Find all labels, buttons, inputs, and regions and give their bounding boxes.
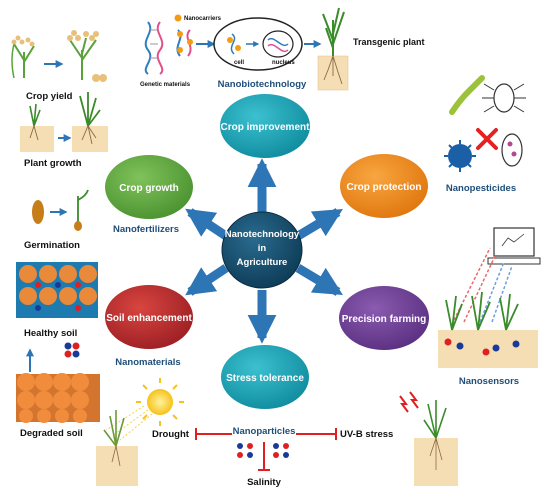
label-crop-yield: Crop yield: [26, 91, 73, 102]
bug-icon: [482, 83, 526, 113]
inhibit-uvb-icon: [296, 428, 337, 440]
label-genetic-materials: Genetic materials: [140, 82, 191, 88]
stress-section: Drought UV-B stress Salinity: [96, 378, 458, 488]
node-label-stress-tolerance: Stress tolerance: [226, 373, 304, 384]
node-crop-improvement: Crop improvement: [220, 94, 310, 158]
seedling-pot-small-icon: [20, 103, 54, 152]
healthy-soil-icon: [16, 262, 98, 318]
center-node: Nanotechnology in Agriculture: [221, 211, 303, 289]
label-nanosensors: Nanosensors: [459, 376, 519, 387]
label-cell: cell: [234, 60, 244, 66]
node-precision-farming: Precision farming: [339, 286, 429, 350]
label-drought: Drought: [152, 429, 190, 440]
computer-icon: [487, 227, 541, 265]
label-transgenic-plant: Transgenic plant: [353, 37, 425, 47]
center-line1: Nanotechnology: [225, 229, 300, 240]
uv-bolt-icon: [399, 391, 419, 413]
center-line3: Agriculture: [237, 257, 288, 268]
label-nucleus: nucleus: [272, 60, 295, 66]
nucleus-icon: [262, 30, 294, 58]
uvb-plant-icon: [414, 400, 458, 486]
pesticide-illustration: [444, 75, 526, 172]
arrow-to-crop-growth: [185, 208, 229, 240]
inhibit-drought-icon: [195, 428, 232, 440]
caterpillar-icon: [449, 75, 485, 115]
node-label-soil-enhancement: Soil enhancement: [106, 313, 192, 324]
center-arrows: [185, 158, 343, 344]
drought-plant-icon: [96, 410, 138, 486]
sensor-illustration: [438, 227, 541, 368]
left-panel: Crop yield Plant growth Germination: [11, 30, 108, 439]
seed-icon: [32, 200, 44, 224]
signal-waves-icon: [453, 247, 513, 323]
label-germination: Germination: [24, 240, 80, 251]
dna-nanocarrier-complex-icon: [176, 29, 193, 57]
node-label-crop-improvement: Crop improvement: [221, 122, 311, 133]
label-nanoparticles: Nanoparticles: [233, 426, 296, 437]
node-label-precision-farming: Precision farming: [342, 314, 426, 325]
inhibit-salinity-icon: [258, 442, 270, 471]
wheat-plant-large-icon: [67, 30, 107, 82]
center-line2: in: [258, 243, 267, 254]
label-plant-growth: Plant growth: [24, 158, 82, 169]
label-healthy-soil: Healthy soil: [24, 328, 77, 339]
node-crop-protection: Crop protection: [340, 154, 428, 218]
dna-icon: [144, 21, 164, 75]
node-label-crop-growth: Crop growth: [119, 183, 178, 194]
nanocarrier-dot-icon: [174, 14, 182, 22]
nanoparticle-cluster-icon: [64, 342, 80, 358]
salinity-particles-icon: [237, 443, 289, 458]
node-stress-tolerance: Stress tolerance: [221, 345, 309, 409]
label-degraded-soil: Degraded soil: [20, 428, 83, 439]
sun-icon: [105, 378, 184, 441]
bacteria-icon: [501, 133, 523, 167]
cross-icon: [476, 128, 498, 150]
arrow-to-soil-enhancement: [185, 264, 229, 296]
label-uvb-stress: UV-B stress: [340, 429, 393, 440]
nanobiotech-illustration: Nanocarriers Genetic materials cell nucl…: [140, 7, 425, 91]
label-nanopesticides: Nanopesticides: [446, 183, 516, 194]
cell-contents-icon: [227, 30, 294, 58]
label-salinity: Salinity: [247, 477, 282, 488]
crop-field-icon: [438, 291, 538, 368]
virus-icon: [444, 140, 476, 172]
degraded-soil-icon: [16, 373, 100, 423]
label-nanocarriers: Nanocarriers: [184, 16, 222, 22]
wheat-plant-small-icon: [11, 35, 35, 79]
node-crop-growth: Crop growth: [105, 155, 193, 219]
transgenic-plant-icon: [317, 7, 349, 91]
arrow-to-precision-farming: [295, 264, 343, 296]
node-soil-enhancement: Soil enhancement: [105, 285, 193, 349]
label-nanofertilizers: Nanofertilizers: [113, 224, 179, 235]
node-label-crop-protection: Crop protection: [347, 182, 422, 193]
seedling-pot-large-icon: [72, 92, 108, 152]
arrow-to-crop-protection: [295, 208, 343, 240]
sprout-icon: [74, 189, 89, 231]
label-nanobiotechnology: Nanobiotechnology: [218, 79, 307, 90]
label-nanomaterials: Nanomaterials: [115, 357, 180, 368]
